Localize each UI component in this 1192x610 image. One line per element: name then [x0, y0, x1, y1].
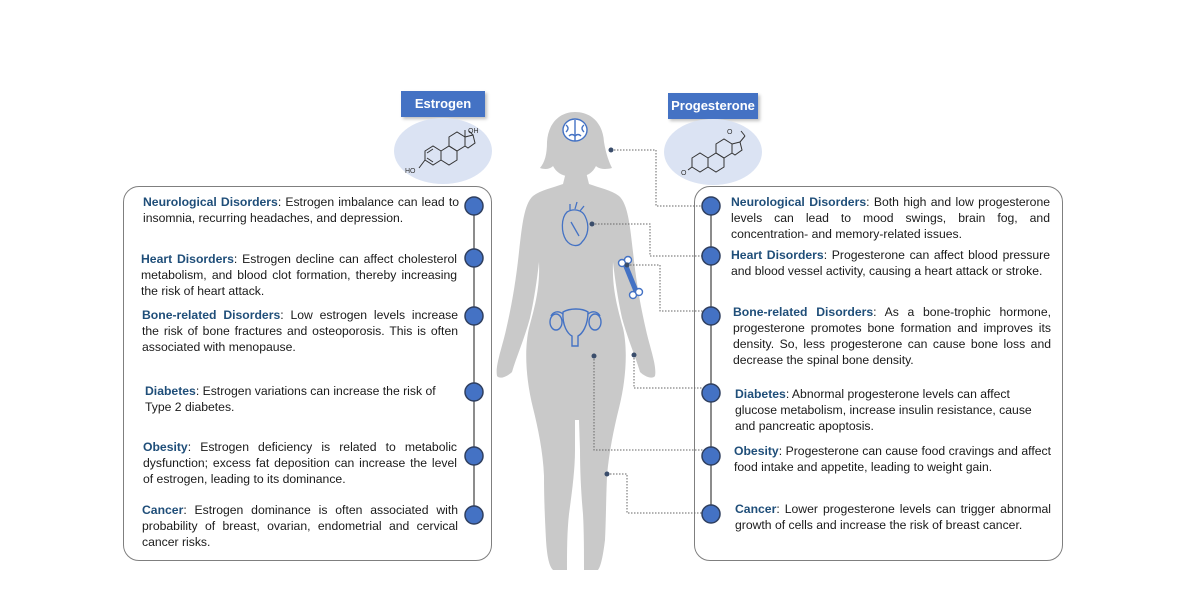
estrogen-item-heart: Heart Disorders: Estrogen decline can af…: [141, 252, 457, 298]
progesterone-panel: [694, 186, 1063, 561]
estrogen-item-diabetes: Diabetes: Estrogen variations can increa…: [145, 384, 436, 414]
uterus-icon: [549, 308, 602, 347]
progesterone-header: Progesterone: [668, 93, 758, 119]
estrogen-molecule-bg: [394, 118, 492, 184]
estrogen-item-cancer: Cancer: Estrogen dominance is often asso…: [142, 503, 458, 549]
estrogen-nodes: [464, 196, 484, 525]
progesterone-item-heart: Heart Disorders: Progesterone can affect…: [731, 248, 1050, 278]
estrogen-panel: [123, 186, 492, 561]
progesterone-item-obesity: Obesity: Progesterone can cause food cra…: [734, 444, 1051, 474]
brain-icon: [562, 118, 588, 142]
heart-icon: [561, 201, 589, 247]
estrogen-oh-label: OH: [468, 128, 479, 135]
progesterone-molecule-icon: [687, 130, 746, 173]
progesterone-nodes: [701, 196, 721, 524]
human-body-figure: [496, 112, 656, 570]
bone-icon: [617, 255, 644, 300]
estrogen-ho-label: HO: [405, 168, 416, 175]
progesterone-item-neurological: Neurological Disorders: Both high and lo…: [731, 195, 1050, 241]
connector-lines: [592, 149, 711, 514]
estrogen-header: Estrogen: [401, 91, 485, 117]
progesterone-item-cancer: Cancer: Lower progesterone levels can tr…: [735, 502, 1051, 532]
estrogen-item-bone: Bone-related Disorders: Low estrogen lev…: [142, 308, 458, 354]
connector-endpoints: [589, 147, 637, 477]
progesterone-o-top-label: O: [727, 129, 733, 136]
estrogen-item-neurological: Neurological Disorders: Estrogen imbalan…: [143, 195, 459, 225]
progesterone-o-left-label: O: [681, 170, 687, 177]
estrogen-molecule-icon: [418, 130, 476, 169]
progesterone-item-bone: Bone-related Disorders: As a bone-trophi…: [733, 305, 1051, 367]
estrogen-item-obesity: Obesity: Estrogen deficiency is related …: [143, 440, 457, 486]
progesterone-molecule-bg: [664, 119, 762, 185]
progesterone-item-diabetes: Diabetes: Abnormal progesterone levels c…: [735, 387, 1032, 433]
